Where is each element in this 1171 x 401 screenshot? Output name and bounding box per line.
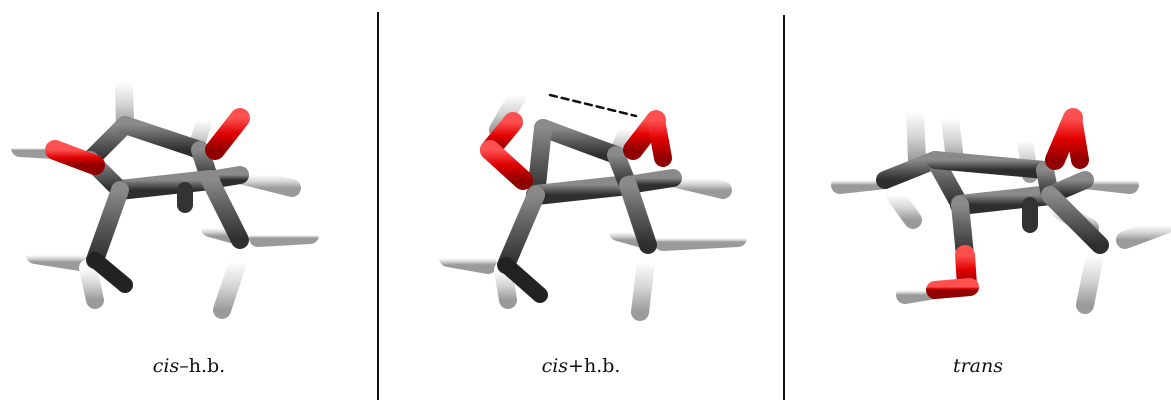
bond-h (439, 249, 497, 274)
bond-o (647, 111, 672, 167)
molecule-cis-plus-hb (439, 86, 747, 321)
bond-o (1064, 109, 1089, 169)
bond-c (86, 181, 129, 269)
panel-cis-minus-hb: cis–h.b. (0, 0, 378, 401)
panel-trans: trans (785, 0, 1171, 401)
bond-h (26, 246, 89, 271)
molecule-trans (831, 103, 1171, 314)
bond-c (619, 176, 657, 254)
bond-c (526, 175, 638, 205)
bond-c (534, 119, 625, 164)
caption-cis-minus-hb: cis–h.b. (152, 355, 226, 377)
bond-h (631, 253, 655, 321)
bond-c (497, 186, 545, 274)
bond-c (201, 171, 249, 249)
bond-c (926, 151, 1054, 179)
bond-c (498, 257, 548, 303)
bond-h (79, 259, 104, 309)
bond-o (45, 140, 105, 175)
panel-cis-plus-hb: cis+h.b. (378, 0, 784, 401)
bond-c (950, 185, 1060, 215)
bond-h (1076, 246, 1104, 314)
bond-h (249, 226, 319, 247)
bond-c (87, 252, 133, 293)
divider-left (377, 12, 379, 400)
bond-o (480, 140, 533, 190)
caption-cis-plus-hb: cis+h.b. (541, 355, 621, 377)
bond-h (654, 229, 747, 251)
bond-c (116, 116, 209, 159)
caption-trans: trans (952, 355, 1004, 377)
divider-right (783, 15, 785, 400)
bond-c (1041, 186, 1109, 254)
bond-c (110, 170, 220, 200)
bond-h (1116, 216, 1171, 249)
bond-h (886, 186, 922, 229)
bond-h (213, 253, 247, 319)
molecule-cis-minus-hb (11, 73, 319, 319)
hydrogen-bond-dashes (548, 93, 638, 118)
bond-c (527, 119, 552, 204)
bond-o (926, 278, 979, 299)
bond-h (494, 261, 517, 309)
bond-h (906, 103, 926, 169)
